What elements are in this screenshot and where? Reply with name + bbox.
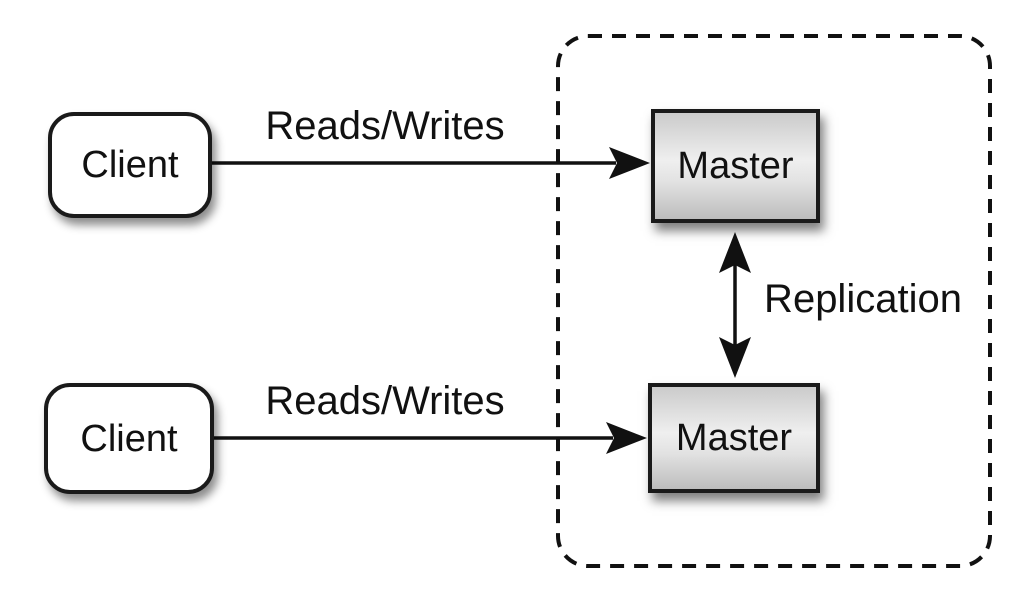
client-node-top-label: Client xyxy=(81,144,179,186)
arrowhead-down-icon xyxy=(719,337,751,378)
arrowhead-right-icon xyxy=(609,147,650,179)
client-node-top: Client xyxy=(48,112,212,218)
arrowhead-right-icon xyxy=(606,422,647,454)
master-node-top: Master xyxy=(651,109,820,223)
reads-writes-label-top: Reads/Writes xyxy=(265,104,505,148)
replication-arrow xyxy=(719,232,751,378)
replication-label: Replication xyxy=(764,277,962,321)
master-node-bottom: Master xyxy=(648,383,820,493)
reads-writes-arrow-top xyxy=(212,147,650,179)
client-node-bottom-label: Client xyxy=(80,417,178,460)
reads-writes-arrow-bottom xyxy=(214,422,647,454)
cluster-dashed-border xyxy=(556,34,992,568)
client-node-bottom: Client xyxy=(44,383,214,494)
master-node-top-label: Master xyxy=(677,145,794,187)
arrowhead-up-icon xyxy=(719,232,751,273)
master-node-bottom-label: Master xyxy=(675,417,793,459)
reads-writes-label-bottom: Reads/Writes xyxy=(265,379,505,423)
